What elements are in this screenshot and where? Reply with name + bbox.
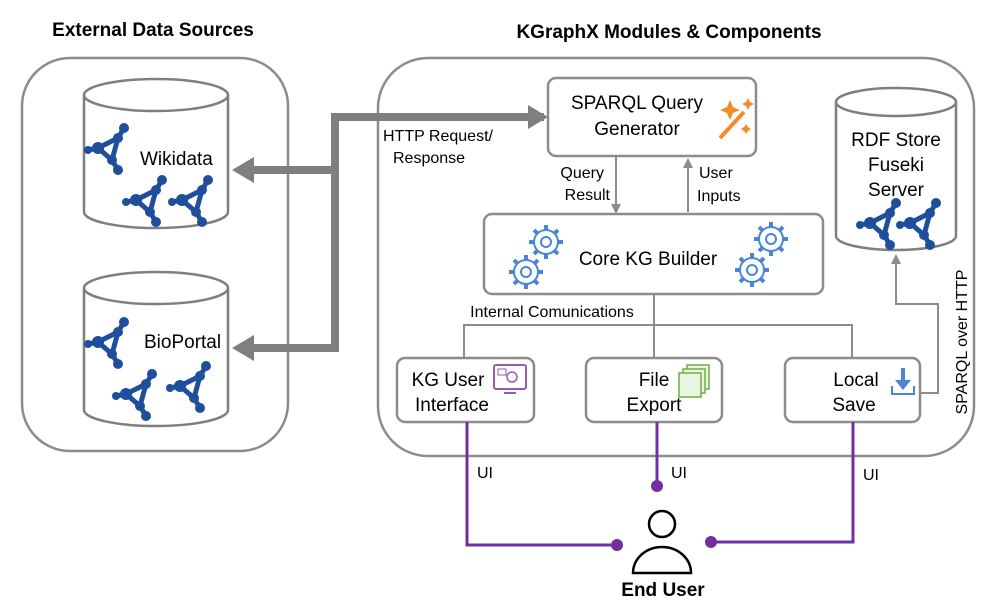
external-sources-title: External Data Sources (52, 20, 254, 41)
modules-title: KGraphX Modules & Components (516, 22, 821, 43)
files-icon (678, 364, 710, 398)
rdf-store-line1: RDF Store (851, 130, 941, 151)
connector-dot (651, 480, 663, 492)
query-result-line2: Result (565, 187, 611, 204)
end-user-icon[interactable] (631, 509, 693, 575)
ui-label-middle: UI (671, 465, 687, 482)
rdf-store-database[interactable]: RDF Store Fuseki Server (834, 86, 958, 250)
http-label-line2: Response (393, 150, 465, 167)
local-save-line1: Local (833, 370, 878, 391)
download-icon (891, 368, 915, 395)
ui-label-right: UI (863, 467, 879, 484)
sparql-over-http-label: SPARQL over HTTP (954, 270, 971, 415)
kg-ui-line1: KG User (412, 370, 486, 391)
sparql-http-connector (891, 254, 939, 394)
kg-user-interface[interactable]: KG User Interface (395, 356, 536, 424)
local-save[interactable]: Local Save (783, 356, 922, 424)
kg-ui-line2: Interface (415, 395, 489, 416)
end-user-label: End User (621, 580, 705, 601)
query-result-line1: Query (560, 165, 604, 182)
ui-label-left: UI (477, 465, 493, 482)
connector-dot (611, 539, 623, 551)
sparql-generator-line2: Generator (594, 119, 680, 140)
file-export[interactable]: File Export (584, 356, 724, 424)
connector-dot (705, 536, 717, 548)
core-kg-builder-label: Core KG Builder (579, 249, 718, 270)
file-export-line2: Export (627, 395, 683, 416)
bioportal-label: BioPortal (144, 332, 221, 353)
user-inputs-line2: Inputs (697, 188, 741, 205)
http-connector (232, 105, 548, 361)
rdf-store-line3: Server (868, 180, 925, 201)
magic-wand-icon (718, 98, 754, 140)
core-kg-builder[interactable]: Core KG Builder (482, 212, 825, 296)
internal-communications-label: Internal Comunications (470, 304, 634, 321)
monitor-user-icon (493, 364, 527, 394)
ui-line-right (714, 422, 855, 544)
sparql-generator-line1: SPARQL Query (571, 93, 703, 114)
internal-communications-bus (463, 294, 853, 358)
user-inputs-line1: User (699, 165, 733, 182)
local-save-line2: Save (832, 395, 875, 416)
wikidata-label: Wikidata (140, 149, 213, 170)
file-export-line1: File (639, 370, 670, 391)
rdf-store-line2: Fuseki (868, 155, 924, 176)
http-label-line1: HTTP Request/ (383, 128, 494, 145)
wikidata-database[interactable]: Wikidata (84, 77, 230, 228)
ui-line-left (465, 422, 614, 547)
bioportal-database[interactable]: BioPortal (84, 270, 230, 428)
sparql-query-generator[interactable]: SPARQL Query Generator (546, 76, 758, 158)
